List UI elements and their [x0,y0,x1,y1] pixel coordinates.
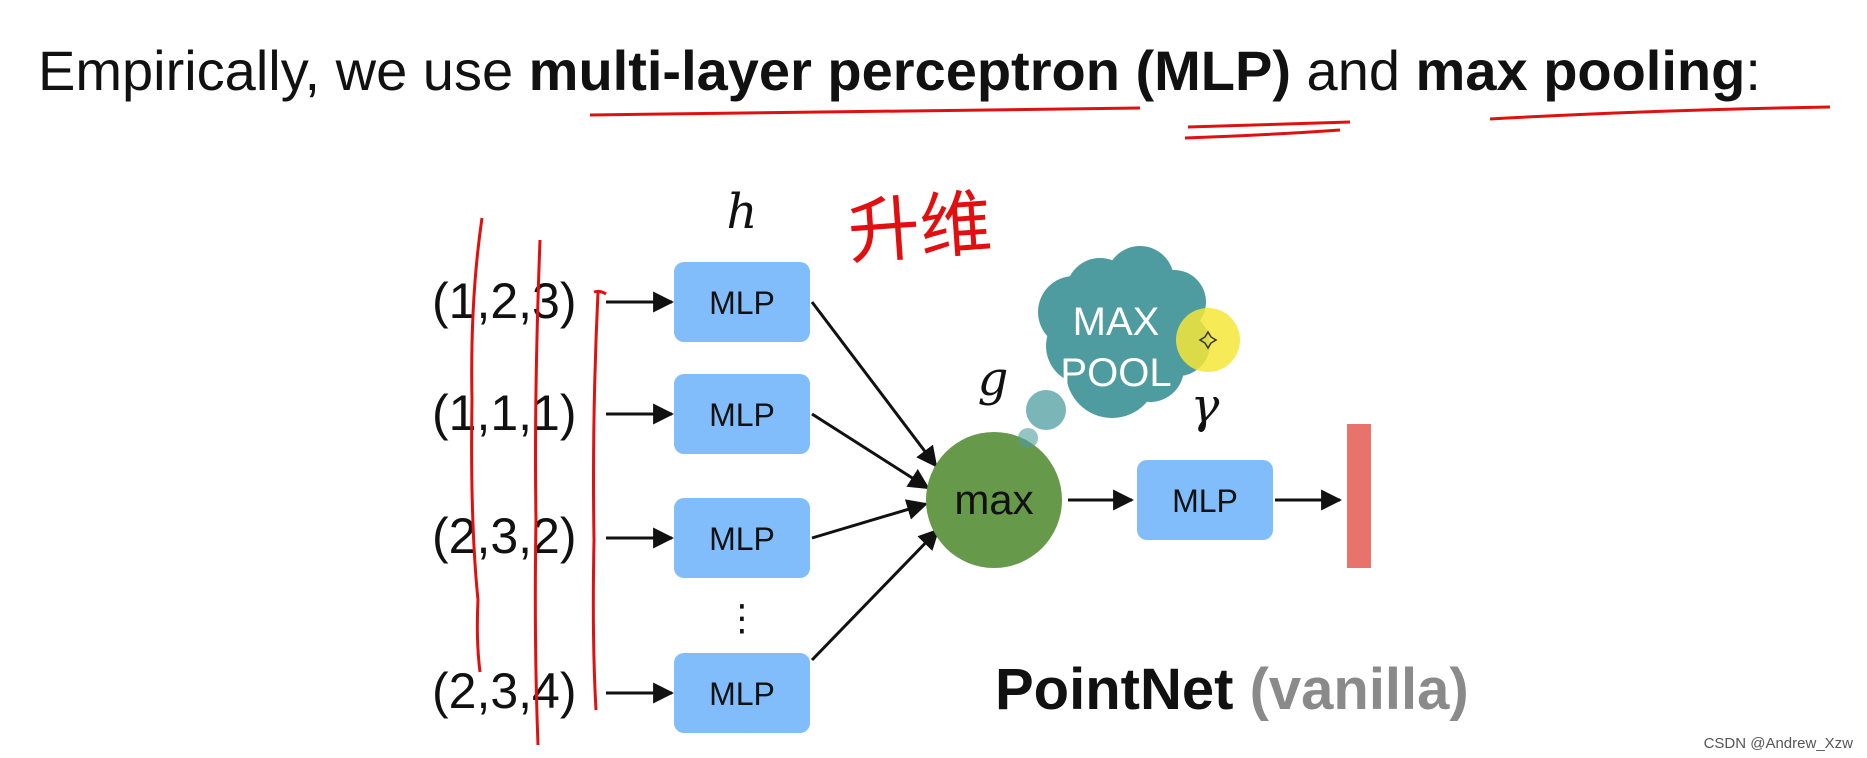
max-label: max [954,476,1033,523]
mlp-to-max-arrow-2 [811,412,930,490]
input-point-1: (1,2,3) [432,273,577,329]
annotation-column-bracket-2 [533,239,542,746]
max-pool-bubble [1018,246,1210,448]
annotation-column-bracket-3 [591,291,600,711]
cursor-icon [1198,330,1218,350]
title-sub: (vanilla) [1249,657,1469,722]
headline-part-3: : [1745,39,1761,102]
annotation-text: 升维 [845,181,995,275]
annotation-column-tick [593,289,607,296]
mlp-to-max-arrow-3 [811,499,929,540]
title-main: PointNet [995,657,1234,722]
headline-part-2: and [1290,39,1416,102]
mlp-label-output: MLP [1172,483,1238,519]
bubble-line-2: POOL [1060,351,1171,395]
symbol-gamma: γ [1191,378,1220,434]
headline-part-1: Empirically, we use [38,39,529,102]
underline-maxpool-stroke [1489,105,1831,121]
mlp-to-max-arrow-1 [810,301,938,468]
headline-maxpool-term: max pooling [1415,39,1746,102]
watermark: CSDN @Andrew_Xzw [1703,735,1853,752]
mlp-label-1: MLP [709,285,775,321]
mlp-to-max-arrow-4 [810,528,940,662]
mlp-box-1 [674,262,810,342]
diagram-title: PointNet (vanilla) [995,656,1469,723]
max-node [926,432,1062,568]
mlp-box-output [1137,460,1273,540]
bubble-line-1: MAX [1073,300,1160,344]
symbol-g: g [978,351,1009,407]
mlp-label-3: MLP [709,521,775,557]
headline-mlp-term: multi-layer perceptron (MLP) [528,39,1291,102]
underline-mlp-stroke-3 [1184,128,1341,140]
mlp-box-3 [674,498,810,578]
ellipsis: ⋮ [724,598,760,639]
output-bar [1347,424,1371,568]
mlp-label-4: MLP [709,676,775,712]
input-point-4: (2,3,4) [432,663,577,719]
mlp-box-2 [674,374,810,454]
input-point-2: (1,1,1) [432,385,577,441]
symbol-h: h [727,184,758,240]
underline-mlp-stroke-2 [1187,120,1351,129]
input-point-3: (2,3,2) [432,508,577,564]
headline: Empirically, we use multi-layer perceptr… [38,38,1761,103]
mlp-label-2: MLP [709,397,775,433]
cursor-highlight [1176,308,1240,372]
underline-mlp-stroke [589,106,1141,117]
annotation-column-bracket-1 [470,217,484,673]
mlp-box-4 [674,653,810,733]
